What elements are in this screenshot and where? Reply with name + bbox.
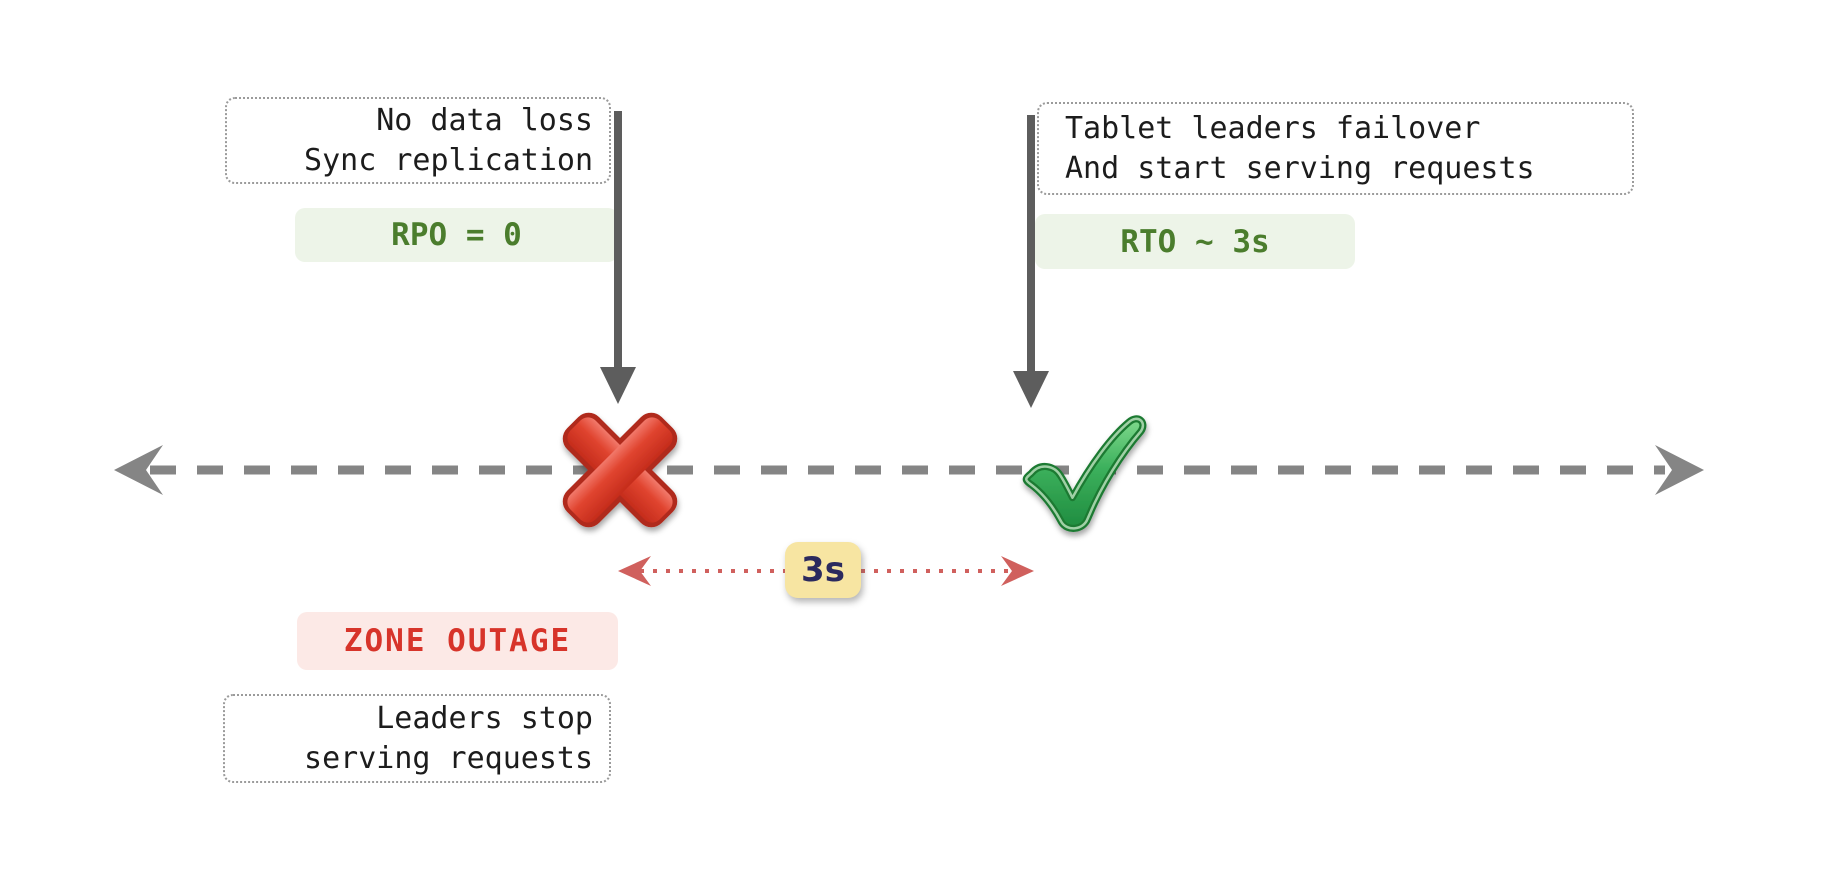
timeline-left-arrowhead [114, 445, 163, 495]
timeline-axis [114, 445, 1704, 495]
zone-outage-badge: ZONE OUTAGE [297, 612, 618, 670]
duration-badge-label: 3s [801, 550, 845, 590]
zone-outage-badge-label: ZONE OUTAGE [343, 623, 572, 659]
rpo-badge: RPO = 0 [295, 208, 618, 262]
duration-left-arrowhead [618, 556, 651, 586]
duration-badge: 3s [785, 542, 861, 598]
rto-badge: RTO ~ 3s [1035, 214, 1355, 269]
rpo-note: No data loss Sync replication [225, 97, 611, 184]
rto-note: Tablet leaders failover And start servin… [1037, 102, 1634, 195]
rpo-badge-label: RPO = 0 [391, 217, 522, 253]
rto-note-line2: And start serving requests [1065, 150, 1535, 186]
outage-note: Leaders stop serving requests [223, 694, 611, 783]
rpo-note-line1: No data loss [376, 102, 593, 138]
outage-event-down-arrow-icon [600, 111, 636, 404]
failover-event-down-arrow-icon [1013, 115, 1049, 408]
outage-note-line2: serving requests [304, 740, 593, 776]
check-mark-icon [1022, 415, 1147, 532]
cross-mark-icon [562, 412, 678, 528]
timeline-right-arrowhead [1655, 445, 1704, 495]
duration-right-arrowhead [1001, 556, 1034, 586]
rpo-note-line2: Sync replication [304, 142, 593, 178]
rto-note-line1: Tablet leaders failover [1065, 110, 1481, 146]
rto-badge-label: RTO ~ 3s [1120, 223, 1270, 260]
outage-note-line1: Leaders stop [376, 700, 593, 736]
